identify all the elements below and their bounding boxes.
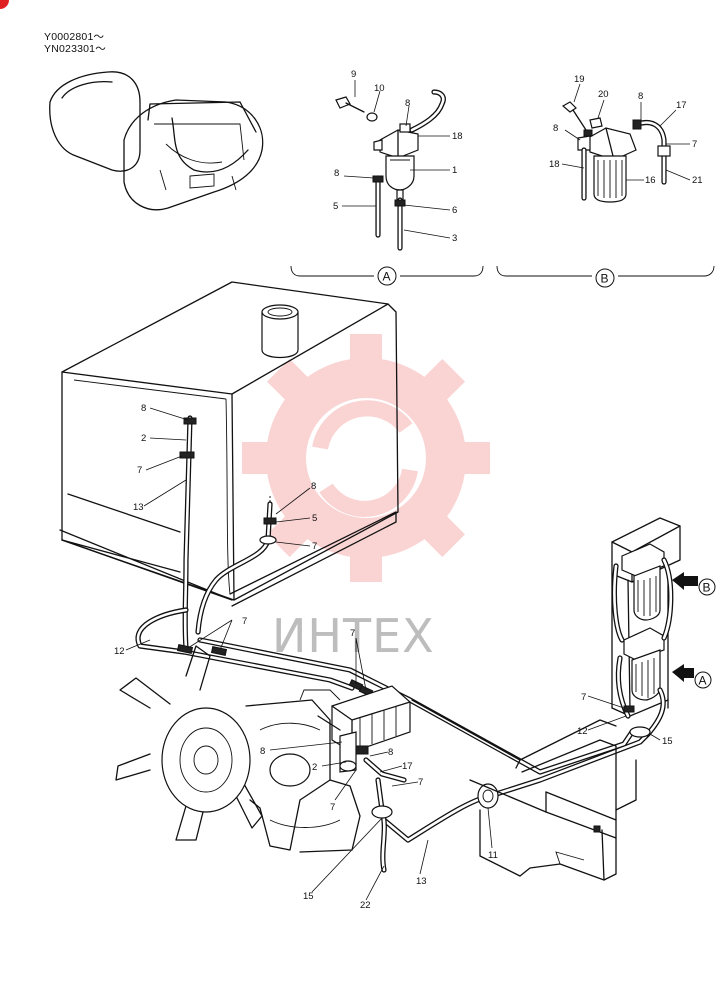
engine-block — [115, 645, 411, 853]
view-arrow-b: B — [672, 572, 716, 596]
part-label: 1 — [452, 165, 457, 176]
detail-braces — [290, 265, 715, 277]
watermark-gear-logo — [242, 334, 490, 582]
part-label: 8 — [334, 168, 339, 179]
part-label: 22 — [360, 900, 371, 911]
part-label: 8 — [141, 403, 146, 414]
part-label: 18 — [549, 159, 560, 170]
part-label: 7 — [242, 616, 247, 627]
part-label: 7 — [312, 541, 317, 552]
corner-marker — [0, 0, 9, 9]
view-marker-b: B — [595, 268, 615, 288]
part-labels-detail-a: 9 10 8 18 1 8 5 6 3 — [333, 69, 463, 244]
detail-b-filter-assembly — [561, 83, 691, 203]
watermark-text: ИНТЕХ — [272, 609, 435, 663]
part-label: 15 — [662, 736, 673, 747]
fuel-pipes — [135, 415, 651, 873]
view-marker-a: A — [377, 266, 397, 286]
part-label: 9 — [351, 69, 356, 80]
part-label: 7 — [692, 139, 697, 150]
part-label: 6 — [452, 205, 457, 216]
part-label: 8 — [260, 746, 265, 757]
part-labels-main: 8 2 7 13 8 5 7 7 12 7 8 2 8 7 17 7 15 22… — [114, 403, 673, 911]
part-label: 8 — [311, 481, 316, 492]
view-arrow-b-label: B — [703, 581, 711, 595]
detail-a-filter-assembly — [335, 80, 451, 251]
part-label: 13 — [133, 502, 144, 513]
machine-keymap — [49, 71, 264, 211]
main-leader-lines — [125, 407, 661, 901]
view-marker-a-label: A — [383, 270, 391, 284]
part-label: 16 — [645, 175, 656, 186]
fuel-tank — [59, 281, 399, 607]
frame-rail — [411, 699, 637, 881]
part-label: 12 — [577, 726, 588, 737]
part-label: 8 — [553, 123, 558, 134]
view-arrow-a-label: A — [699, 674, 707, 688]
view-marker-b-label: B — [601, 272, 609, 286]
part-label: 7 — [418, 777, 423, 788]
serial-range-1: Y0002801～ — [44, 31, 105, 43]
serial-range-2: YN023301～ — [44, 43, 106, 55]
part-label: 5 — [333, 201, 338, 212]
part-label: 19 — [574, 74, 585, 85]
part-label: 12 — [114, 646, 125, 657]
part-label: 7 — [330, 802, 335, 813]
part-labels-detail-b: 19 20 8 17 8 7 18 16 21 — [549, 74, 703, 186]
filter-mount — [611, 517, 681, 738]
view-arrow-a: A — [672, 664, 712, 689]
part-label: 2 — [312, 762, 317, 773]
part-label: 7 — [137, 465, 142, 476]
part-label: 21 — [692, 175, 703, 186]
part-label: 10 — [374, 83, 385, 94]
part-label: 17 — [402, 761, 413, 772]
part-label: 13 — [416, 876, 427, 887]
part-label: 18 — [452, 131, 463, 142]
part-label: 2 — [141, 433, 146, 444]
part-label: 7 — [350, 628, 355, 639]
part-label: 17 — [676, 100, 687, 111]
part-label: 3 — [452, 233, 457, 244]
part-label: 7 — [581, 692, 586, 703]
part-label: 5 — [312, 513, 317, 524]
part-label: 15 — [303, 891, 314, 902]
part-label: 8 — [388, 747, 393, 758]
part-label: 8 — [638, 91, 643, 102]
part-label: 20 — [598, 89, 609, 100]
part-label: 8 — [405, 98, 410, 109]
part-label: 11 — [488, 850, 498, 861]
